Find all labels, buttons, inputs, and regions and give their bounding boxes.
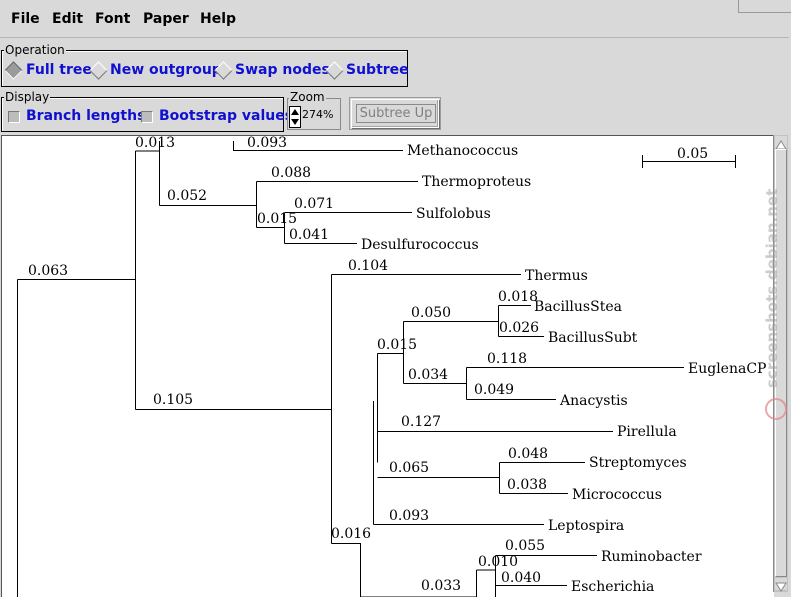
menu-bar: File Edit Font Paper Help xyxy=(0,0,789,38)
tree-branches xyxy=(18,141,736,597)
label-branch-lengths[interactable]: Branch lengths xyxy=(26,108,145,124)
subtree-up-button[interactable]: Subtree Up xyxy=(351,99,439,128)
menu-font[interactable]: Font xyxy=(95,11,130,27)
length-label: 0.055 xyxy=(505,538,545,554)
length-label: 0.049 xyxy=(474,382,514,398)
zoom-spinner[interactable] xyxy=(289,106,301,128)
taxon-sulfolobus: Sulfolobus xyxy=(416,206,491,222)
taxon-desulfurococcus: Desulfurococcus xyxy=(361,237,479,253)
taxon-methanococcus: Methanococcus xyxy=(407,143,518,159)
length-label: 0.018 xyxy=(498,289,538,305)
taxon-leptospira: Leptospira xyxy=(548,518,624,534)
menu-paper[interactable]: Paper xyxy=(143,11,189,27)
checkbox-bootstrap-values[interactable] xyxy=(141,111,153,123)
length-label: 0.104 xyxy=(348,258,388,274)
length-label: 0.041 xyxy=(289,227,329,243)
length-label: 0.063 xyxy=(28,263,68,279)
taxon-streptomyces: Streptomyces xyxy=(589,455,687,471)
taxon-pirellula: Pirellula xyxy=(617,424,677,440)
tree-canvas[interactable]: 0.05 Methanococcus Thermoproteus Sulfolo… xyxy=(1,135,774,597)
length-label: 0.088 xyxy=(271,165,311,181)
zoom-legend: Zoom xyxy=(289,90,326,104)
label-subtree[interactable]: Subtree xyxy=(346,62,409,78)
window-corner xyxy=(738,0,791,13)
menu-help[interactable]: Help xyxy=(200,11,236,27)
subtree-up-label: Subtree Up xyxy=(356,104,436,123)
length-label: 0.050 xyxy=(411,305,451,321)
taxon-micrococcus: Micrococcus xyxy=(572,487,662,503)
display-legend: Display xyxy=(4,90,50,104)
length-label: 0.015 xyxy=(257,211,297,227)
taxon-ruminobacter: Ruminobacter xyxy=(601,549,702,565)
zoom-value[interactable]: 274% xyxy=(302,108,333,121)
watermark-text: screenshots.debian.net xyxy=(763,188,791,388)
taxon-euglenacp: EuglenaCP xyxy=(688,361,766,377)
length-label: 0.093 xyxy=(389,508,429,524)
length-label: 0.118 xyxy=(487,351,527,367)
length-label: 0.034 xyxy=(408,367,448,383)
length-label: 0.038 xyxy=(507,477,547,493)
taxon-bacillusstea: BacillusStea xyxy=(534,299,622,315)
length-label: 0.065 xyxy=(389,460,429,476)
menu-file[interactable]: File xyxy=(11,11,40,27)
length-label: 0.105 xyxy=(153,392,193,408)
label-swap-nodes[interactable]: Swap nodes xyxy=(235,62,330,78)
length-label: 0.013 xyxy=(135,136,175,151)
length-label: 0.040 xyxy=(501,570,541,586)
length-label: 0.026 xyxy=(499,320,539,336)
operation-legend: Operation xyxy=(4,43,66,57)
length-label: 0.033 xyxy=(421,578,461,594)
length-label: 0.010 xyxy=(478,554,518,570)
tree-diagram: 0.05 Methanococcus Thermoproteus Sulfolo… xyxy=(2,136,774,597)
menu-edit[interactable]: Edit xyxy=(52,11,83,27)
scroll-up-arrow-icon[interactable] xyxy=(775,136,787,148)
label-bootstrap-values[interactable]: Bootstrap values xyxy=(159,108,293,124)
length-label: 0.052 xyxy=(167,188,207,204)
label-new-outgroup[interactable]: New outgroup xyxy=(110,62,222,78)
label-full-tree[interactable]: Full tree xyxy=(26,62,92,78)
taxon-bacillussubt: BacillusSubt xyxy=(548,330,638,346)
length-label: 0.048 xyxy=(508,446,548,462)
taxon-anacystis: Anacystis xyxy=(559,393,628,409)
scroll-down-arrow-icon[interactable] xyxy=(775,578,787,590)
spinner-arrows-icon xyxy=(290,107,300,127)
branch-0016 xyxy=(332,544,361,597)
checkbox-branch-lengths[interactable] xyxy=(8,111,20,123)
taxon-thermus: Thermus xyxy=(525,268,588,284)
scale-bar-label: 0.05 xyxy=(677,146,708,162)
watermark-logo-icon xyxy=(765,398,787,420)
length-label: 0.016 xyxy=(331,526,371,542)
taxon-escherichia: Escherichia xyxy=(571,579,654,595)
tree-labels: 0.05 Methanococcus Thermoproteus Sulfolo… xyxy=(28,136,766,595)
length-label: 0.127 xyxy=(401,414,441,430)
length-label: 0.071 xyxy=(294,196,334,212)
taxon-thermoproteus: Thermoproteus xyxy=(422,174,531,190)
length-label: 0.093 xyxy=(247,136,287,151)
length-label: 0.015 xyxy=(377,337,417,353)
